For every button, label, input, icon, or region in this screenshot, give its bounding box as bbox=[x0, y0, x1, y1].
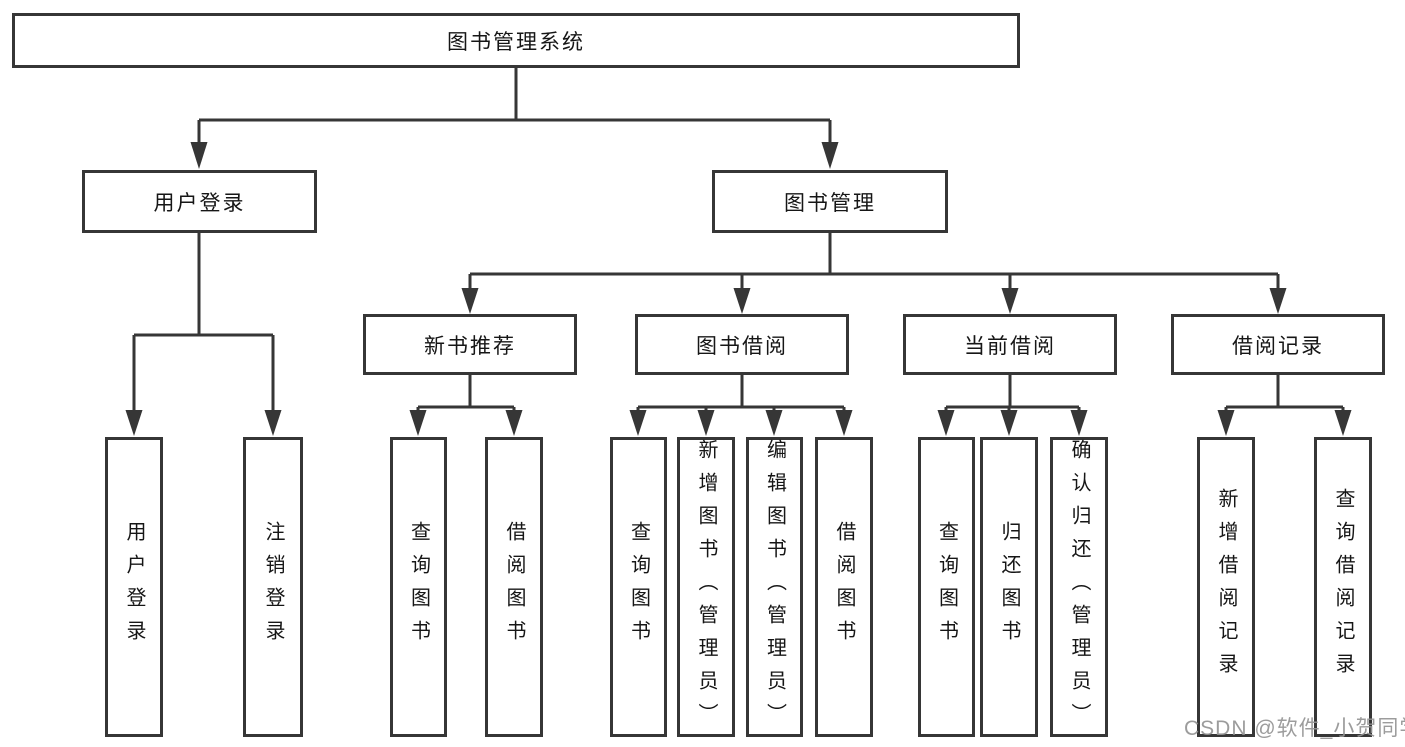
leaf-label: 注销登录 bbox=[262, 521, 284, 653]
leaf-label: 借阅图书 bbox=[833, 521, 855, 653]
leaf-label: 用户登录 bbox=[123, 521, 145, 653]
node-current-borrowing: 当前借阅 bbox=[903, 314, 1117, 375]
node-book-borrowing: 图书借阅 bbox=[635, 314, 849, 375]
arrowhead-icons bbox=[125, 142, 1352, 436]
tree-edges bbox=[132, 68, 1345, 415]
leaf-borrow-books: 借阅图书 bbox=[815, 437, 873, 737]
leaf-query-books-recommend: 查询图书 bbox=[390, 437, 447, 737]
node-book-management: 图书管理 bbox=[712, 170, 948, 233]
leaf-label: 查询图书 bbox=[627, 521, 650, 653]
node-user-login: 用户登录 bbox=[82, 170, 317, 233]
leaf-borrow-books-recommend: 借阅图书 bbox=[485, 437, 543, 737]
leaf-label: 借阅图书 bbox=[503, 521, 525, 653]
node-user-login-label: 用户登录 bbox=[153, 191, 246, 215]
module-label: 图书借阅 bbox=[696, 334, 788, 358]
leaf-label: 归还图书 bbox=[998, 521, 1020, 653]
node-book-management-label: 图书管理 bbox=[784, 191, 876, 215]
leaf-label: 确认归还（管理员） bbox=[1068, 438, 1090, 736]
leaf-label: 查询图书 bbox=[935, 521, 958, 653]
leaf-label: 新增图书（管理员） bbox=[695, 438, 717, 736]
node-borrowing-records: 借阅记录 bbox=[1171, 314, 1385, 375]
leaf-add-borrow-record: 新增借阅记录 bbox=[1197, 437, 1255, 737]
leaf-query-books-borrowing: 查询图书 bbox=[610, 437, 667, 737]
module-label: 借阅记录 bbox=[1232, 334, 1324, 358]
leaf-label: 查询图书 bbox=[407, 521, 430, 653]
leaf-label: 编辑图书（管理员） bbox=[763, 438, 786, 736]
node-root-label: 图书管理系统 bbox=[447, 30, 585, 54]
leaf-return-books: 归还图书 bbox=[980, 437, 1038, 737]
leaf-label: 新增借阅记录 bbox=[1215, 488, 1237, 686]
module-label: 当前借阅 bbox=[964, 334, 1056, 358]
node-root: 图书管理系统 bbox=[12, 13, 1020, 68]
node-new-book-recommendation: 新书推荐 bbox=[363, 314, 577, 375]
leaf-confirm-return-admin: 确认归还（管理员） bbox=[1050, 437, 1108, 737]
leaf-add-book-admin: 新增图书（管理员） bbox=[677, 437, 735, 737]
leaf-user-login: 用户登录 bbox=[105, 437, 163, 737]
leaf-logout: 注销登录 bbox=[243, 437, 303, 737]
leaf-edit-book-admin: 编辑图书（管理员） bbox=[746, 437, 803, 737]
watermark-credit: CSDN @软件_小贺同学 bbox=[1184, 717, 1405, 740]
module-label: 新书推荐 bbox=[424, 334, 516, 358]
leaf-query-borrow-record: 查询借阅记录 bbox=[1314, 437, 1372, 737]
leaf-label: 查询借阅记录 bbox=[1332, 488, 1354, 686]
leaf-query-books-current: 查询图书 bbox=[918, 437, 975, 737]
